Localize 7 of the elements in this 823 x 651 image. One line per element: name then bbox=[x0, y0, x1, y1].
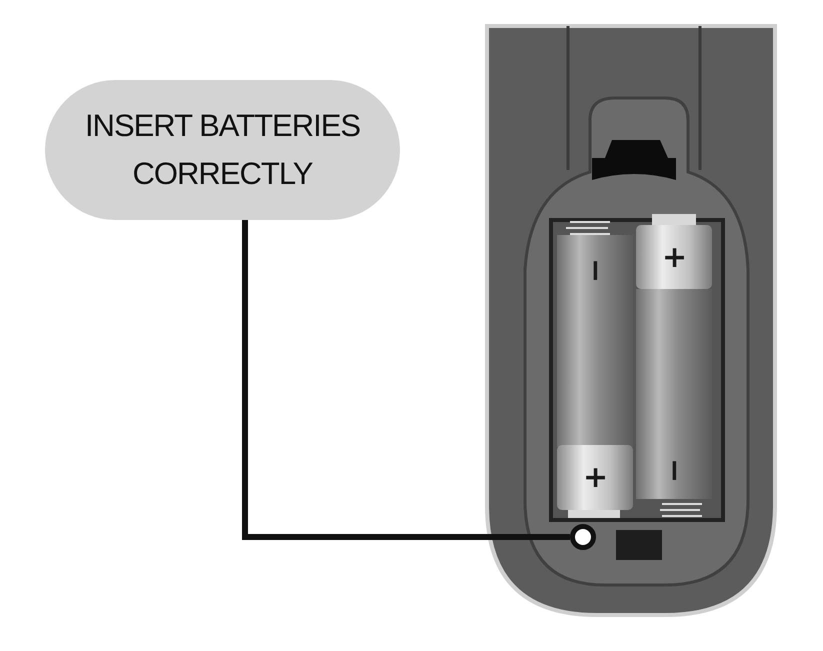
polarity-mark: + bbox=[662, 243, 686, 273]
polarity-mark: + bbox=[583, 463, 607, 493]
marker-dot bbox=[570, 524, 596, 550]
polarity-mark: − bbox=[580, 258, 610, 282]
callout-text: INSERT BATTERIES CORRECTLY bbox=[84, 106, 362, 193]
polarity-mark: − bbox=[659, 458, 689, 482]
leader-line bbox=[242, 220, 570, 540]
